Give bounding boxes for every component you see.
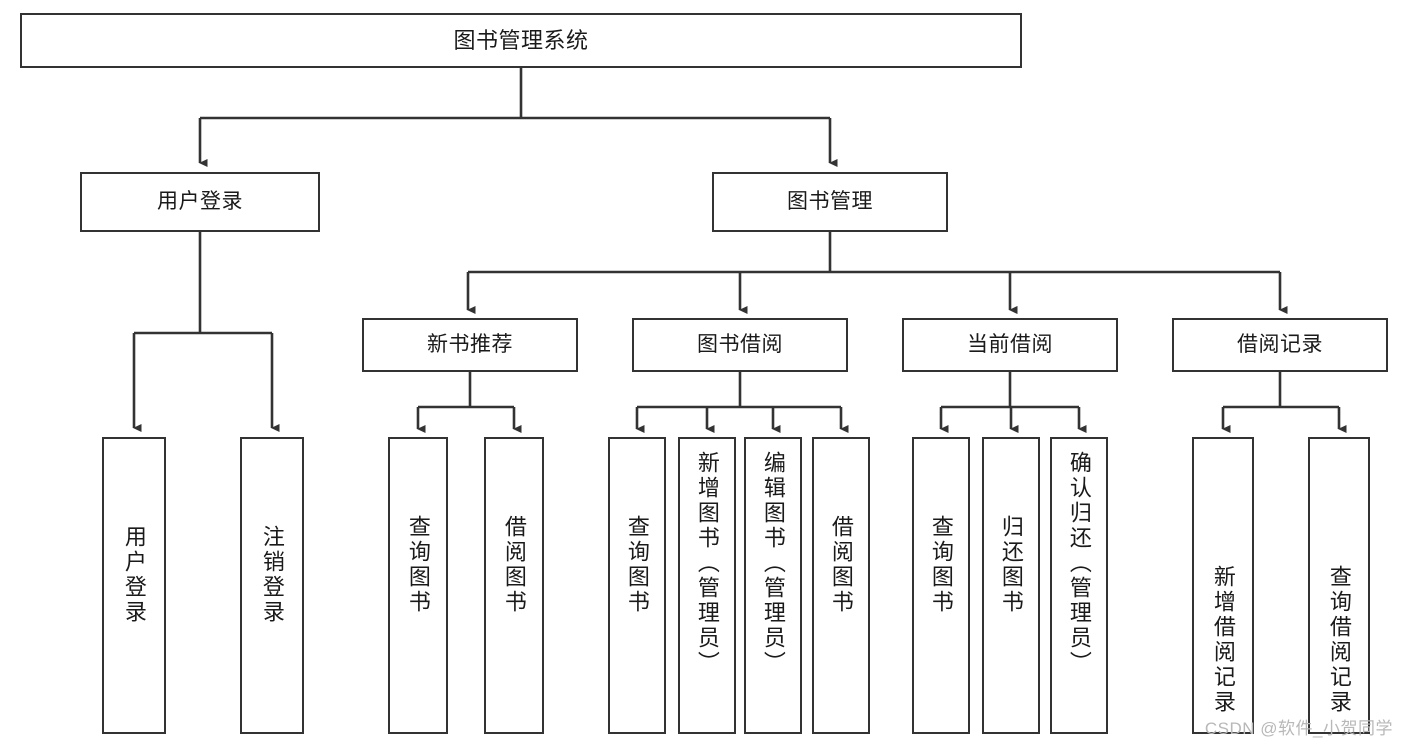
node-leaf-query-book-recommend-label: 查询图书: [405, 515, 431, 615]
node-leaf-borrow-book-recommend-label: 借阅图书: [501, 515, 527, 615]
node-current-borrow-label: 当前借阅: [967, 332, 1053, 356]
node-borrow-records-label: 借阅记录: [1237, 332, 1323, 356]
node-leaf-query-book-borrow[interactable]: 查询图书: [608, 437, 666, 734]
node-leaf-query-borrow-record-label: 查询借阅记录: [1326, 565, 1352, 715]
node-leaf-add-book-admin[interactable]: 新增图书（管理员）: [678, 437, 736, 734]
node-leaf-logout-login-label: 注销登录: [259, 525, 285, 625]
node-user-login-label: 用户登录: [157, 189, 243, 213]
node-new-book-recommend[interactable]: 新书推荐: [362, 318, 578, 372]
node-leaf-confirm-return-admin[interactable]: 确认归还（管理员）: [1050, 437, 1108, 734]
node-leaf-query-book-borrow-label: 查询图书: [624, 515, 650, 615]
node-leaf-query-book-recommend[interactable]: 查询图书: [388, 437, 448, 734]
watermark-text: CSDN @软件_小贺同学: [1204, 719, 1393, 738]
node-leaf-edit-book-admin[interactable]: 编辑图书（管理员）: [744, 437, 802, 734]
node-leaf-user-login-label: 用户登录: [121, 525, 147, 625]
node-leaf-add-borrow-record-label: 新增借阅记录: [1210, 565, 1236, 715]
node-leaf-query-borrow-record[interactable]: 查询借阅记录: [1308, 437, 1370, 734]
node-leaf-return-book-label: 归还图书: [998, 515, 1024, 615]
node-book-borrow[interactable]: 图书借阅: [632, 318, 848, 372]
node-user-login[interactable]: 用户登录: [80, 172, 320, 232]
node-leaf-query-book-current[interactable]: 查询图书: [912, 437, 970, 734]
node-leaf-borrow-book-recommend[interactable]: 借阅图书: [484, 437, 544, 734]
node-leaf-add-borrow-record[interactable]: 新增借阅记录: [1192, 437, 1254, 734]
node-current-borrow[interactable]: 当前借阅: [902, 318, 1118, 372]
node-leaf-return-book[interactable]: 归还图书: [982, 437, 1040, 734]
node-book-management[interactable]: 图书管理: [712, 172, 948, 232]
node-leaf-edit-book-admin-label: 编辑图书（管理员）: [760, 451, 786, 676]
node-book-borrow-label: 图书借阅: [697, 332, 783, 356]
node-leaf-add-book-admin-label: 新增图书（管理员）: [694, 451, 720, 676]
node-leaf-borrow-book[interactable]: 借阅图书: [812, 437, 870, 734]
node-leaf-confirm-return-admin-label: 确认归还（管理员）: [1066, 451, 1092, 676]
node-leaf-query-book-current-label: 查询图书: [928, 515, 954, 615]
node-root-label: 图书管理系统: [453, 27, 589, 53]
node-borrow-records[interactable]: 借阅记录: [1172, 318, 1388, 372]
node-leaf-borrow-book-label: 借阅图书: [828, 515, 854, 615]
node-root[interactable]: 图书管理系统: [20, 13, 1022, 68]
node-book-management-label: 图书管理: [787, 189, 873, 213]
node-new-book-recommend-label: 新书推荐: [427, 332, 513, 356]
node-leaf-logout-login[interactable]: 注销登录: [240, 437, 304, 734]
node-leaf-user-login[interactable]: 用户登录: [102, 437, 166, 734]
